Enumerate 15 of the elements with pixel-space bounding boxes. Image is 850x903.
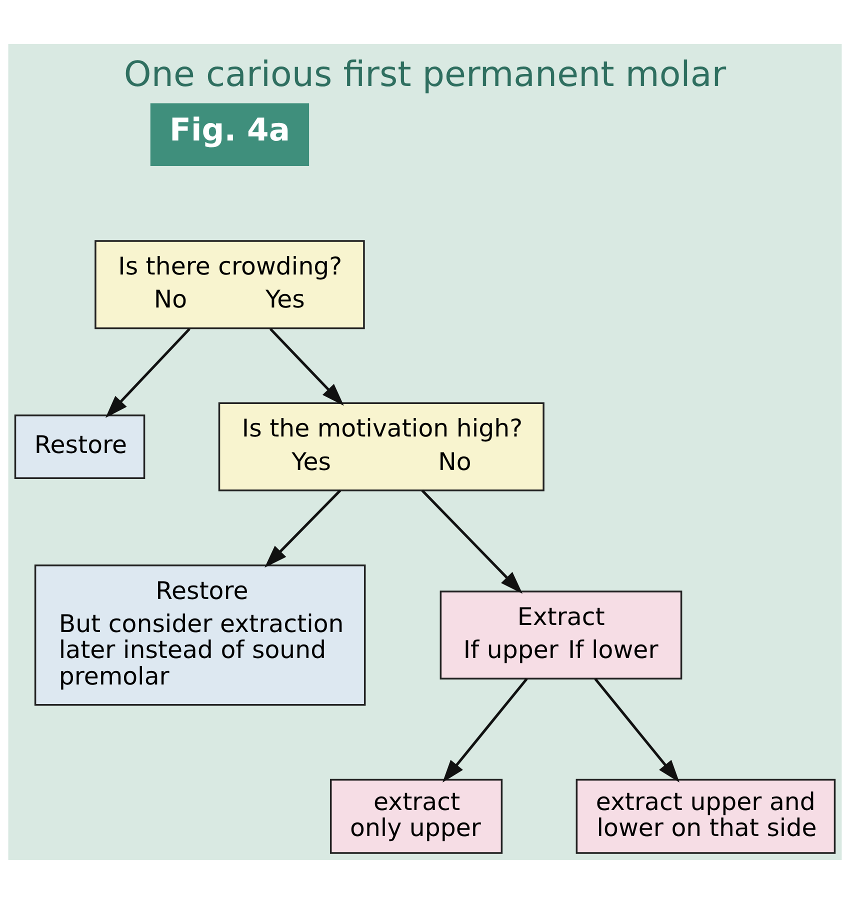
node-box: extract upper and lower on that side	[576, 778, 836, 854]
node-box: Is there crowding? No Yes	[94, 240, 365, 329]
label: Fig. 4a	[170, 112, 290, 148]
node-box: Is the motivation high? Yes No	[218, 402, 544, 491]
node-box: Extract If upper If lower	[440, 590, 682, 680]
node-box: Restore But consider extraction later instead of sound premolar	[34, 564, 366, 706]
arrow	[264, 489, 342, 568]
arrow	[442, 678, 528, 782]
arrow	[269, 327, 344, 406]
arrow	[105, 327, 190, 418]
node-box: extract only upper	[330, 778, 503, 854]
arrow	[594, 678, 680, 782]
diagram-title: One carious first permanent molar	[124, 54, 726, 94]
node-box: Restore	[14, 414, 146, 479]
arrow	[421, 489, 523, 594]
